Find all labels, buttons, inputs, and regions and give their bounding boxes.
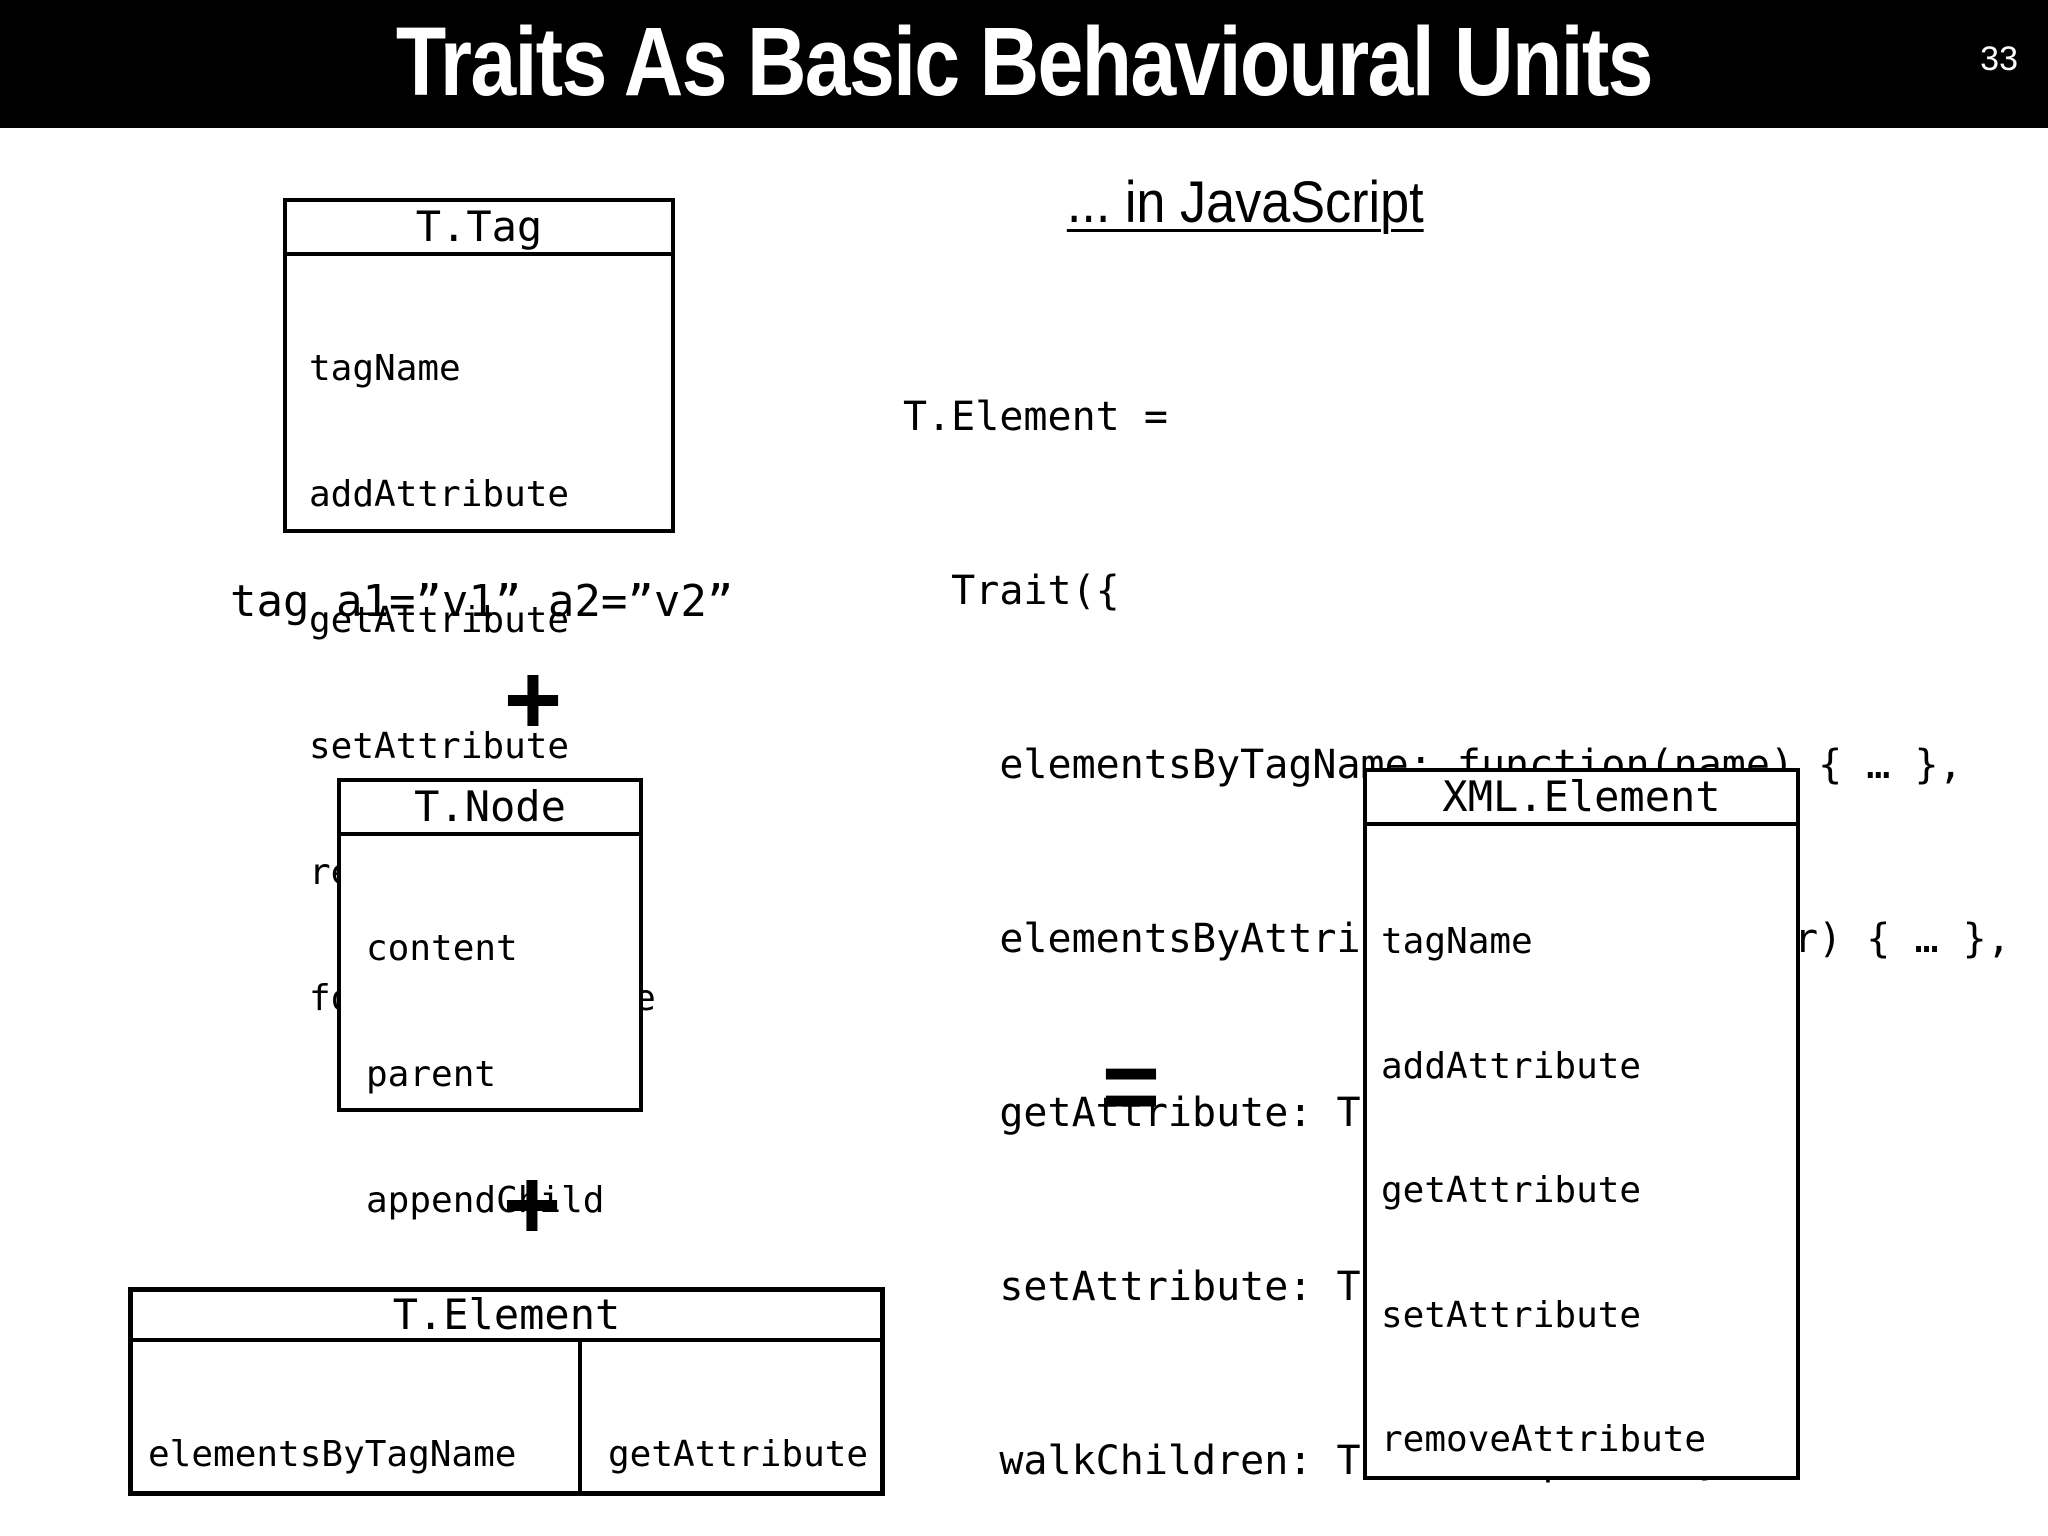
- uml-member: appendChild: [366, 1180, 605, 1221]
- code-line: Trait({: [903, 568, 1120, 614]
- uml-member: elementsByTagName: [148, 1434, 517, 1475]
- uml-member: setAttribute: [309, 726, 570, 767]
- uml-member: setAttribute: [1381, 1294, 1642, 1336]
- code-line: T.Element =: [903, 394, 1168, 440]
- uml-class-t-tag: T.Tag tagName addAttribute getAttribute …: [283, 198, 675, 1019]
- uml-class-t-node-title: T.Node: [341, 782, 639, 836]
- uml-member: getAttribute: [1381, 1170, 1642, 1211]
- uml-class-t-element: T.Element elementsByTagName elementsByAt…: [128, 1287, 885, 1496]
- uml-class-t-tag-title: T.Tag: [287, 202, 671, 256]
- uml-member: addAttribute: [1381, 1045, 1642, 1087]
- uml-class-xml-element: XML.Element tagName addAttribute getAttr…: [1363, 768, 1800, 1480]
- compartment-divider: [578, 1342, 582, 1491]
- title-bar: Traits As Basic Behavioural Units 33: [0, 0, 2048, 128]
- uml-class-t-element-title: T.Element: [133, 1292, 880, 1342]
- uml-member: removeAttribute: [1381, 1419, 1707, 1460]
- uml-class-xml-element-title: XML.Element: [1367, 772, 1796, 826]
- uml-class-t-node: T.Node content parent appendChild replac…: [337, 778, 643, 1473]
- uml-member: getAttribute: [608, 1434, 869, 1475]
- uml-member: addAttribute: [309, 474, 570, 515]
- javascript-heading-wrap: ... in JavaScript: [995, 168, 1495, 238]
- tag-example-text: tag a1=”v1” a2=”v2”: [230, 576, 734, 627]
- uml-member: getAttribute: [309, 600, 570, 641]
- equals-operator: =: [1101, 1031, 1161, 1143]
- t-element-provided-members: elementsByTagName elementsByAttribute: [133, 1342, 578, 1491]
- code-line: elementsByTagName: function(name) { … },: [903, 742, 1963, 788]
- plus-operator: +: [503, 644, 563, 756]
- t-element-required-members: getAttribute setAttribute walkChildren: [582, 1342, 880, 1491]
- javascript-heading: ... in JavaScript: [1066, 170, 1424, 235]
- slide-title: Traits As Basic Behavioural Units: [396, 7, 1654, 116]
- uml-member: content: [366, 928, 518, 969]
- uml-member: tagName: [1381, 921, 1533, 962]
- slide-number: 33: [1980, 40, 2018, 78]
- uml-member: tagName: [309, 348, 461, 389]
- plus-operator: +: [502, 1149, 562, 1261]
- uml-class-xml-element-members: tagName addAttribute getAttribute setAtt…: [1367, 826, 1796, 1536]
- uml-member: parent: [366, 1054, 497, 1095]
- uml-class-t-element-body: elementsByTagName elementsByAttribute ge…: [133, 1342, 880, 1491]
